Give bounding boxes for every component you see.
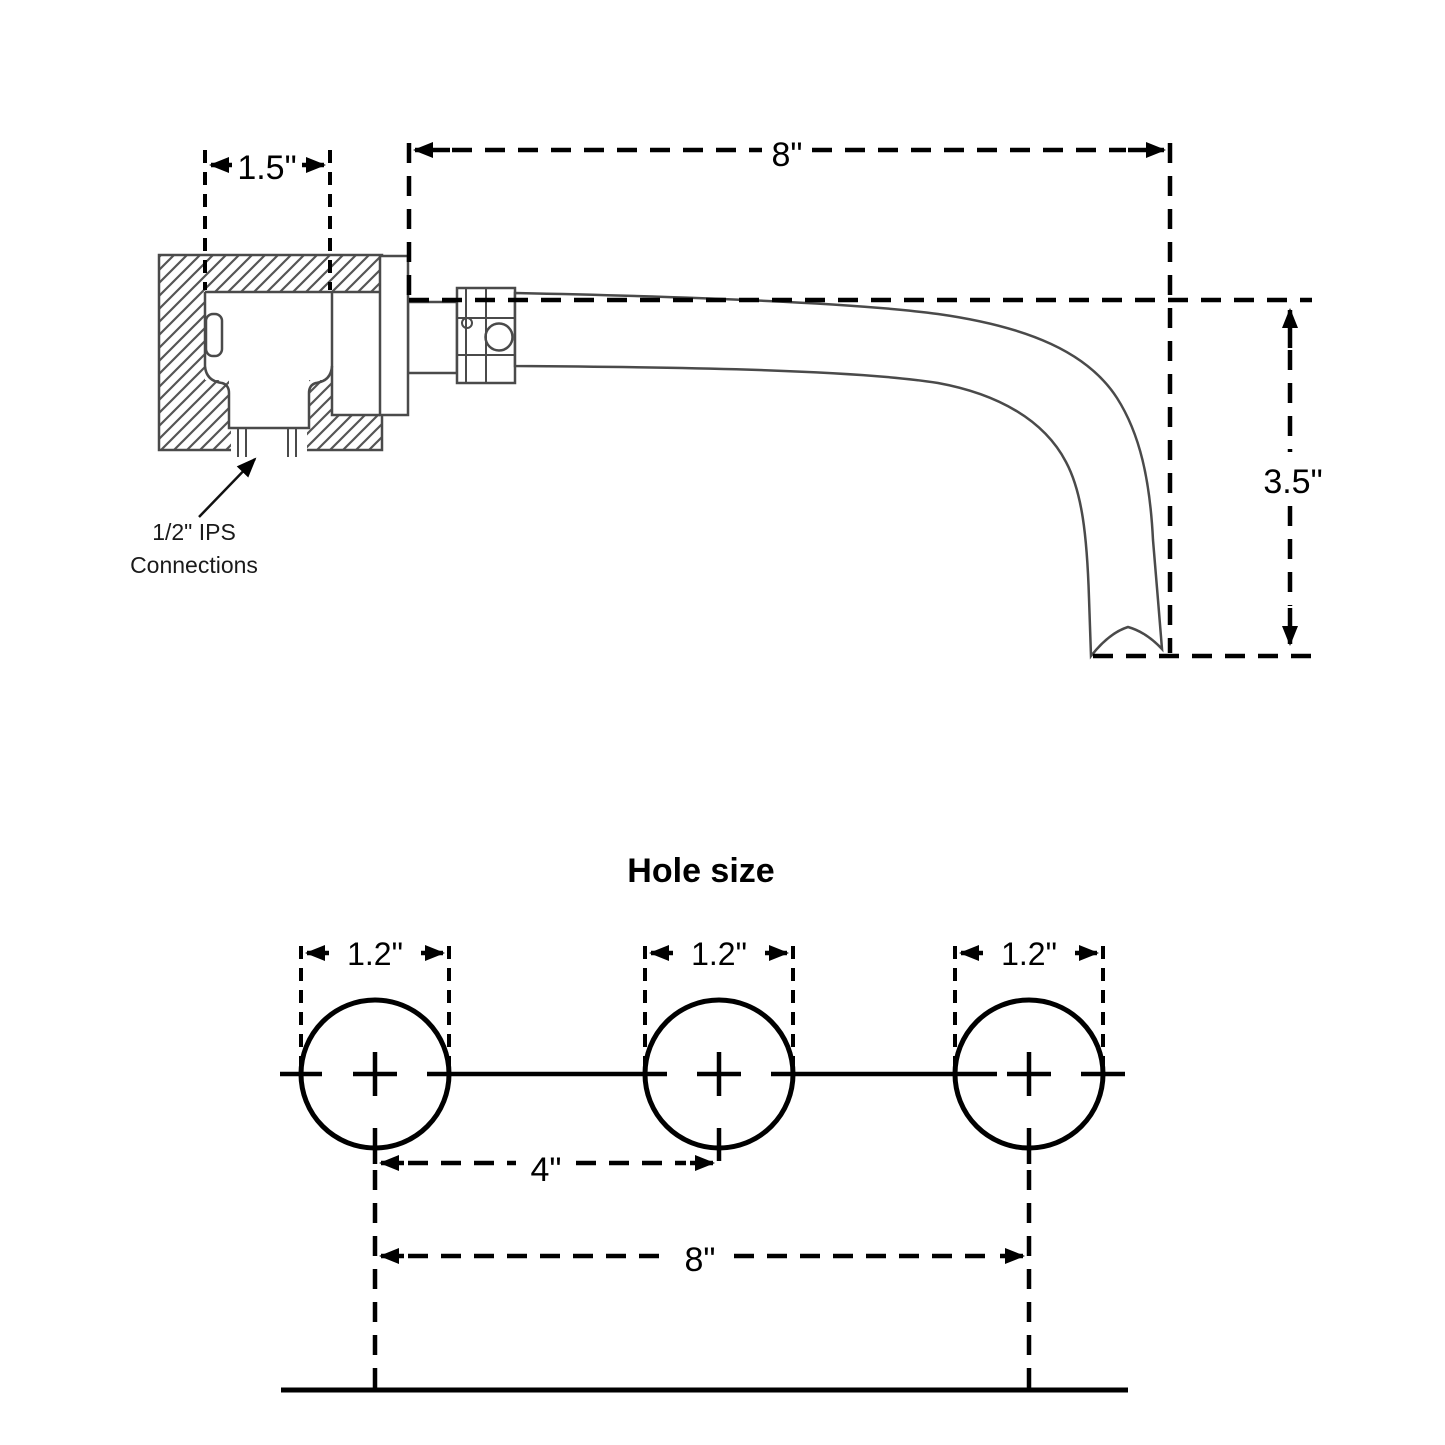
hole-size-title: Hole size — [627, 852, 774, 890]
wall-cavity-outlet — [229, 380, 309, 428]
spout-reach-label: 8" — [772, 136, 803, 174]
valve-outline — [203, 292, 334, 430]
dim-wall-depth: 1.5" — [203, 149, 332, 290]
wall-pipe-notch — [231, 428, 307, 458]
dim-overall-spacing: 8" — [379, 1241, 1025, 1279]
dim-spout-drop: 3.5" — [1263, 308, 1323, 646]
valve-left-port — [204, 312, 224, 358]
cartridge-small-screw — [461, 317, 473, 329]
dim-spout-reach: 8" — [406, 136, 1173, 653]
wall-cross-section — [157, 253, 384, 458]
hole-size-diagram: Hole size 1.2" 1.2" — [280, 852, 1128, 1393]
adjacent-spacing-label: 4" — [531, 1151, 562, 1189]
side-view-diagram: 1.5" 8" 3.5" 1/2" IPS Connections — [130, 136, 1323, 660]
hole-diameter-label: 1.2" — [347, 936, 403, 972]
connection-callout: 1/2" IPS Connections — [130, 457, 258, 578]
hole-2: 1.2" — [642, 936, 796, 1161]
escutcheon-flange — [378, 254, 410, 417]
hole-diameter-label: 1.2" — [691, 936, 747, 972]
hole-3: 1.2" — [952, 936, 1106, 1388]
wall-depth-label: 1.5" — [237, 149, 296, 187]
hole-diameter-label: 1.2" — [1001, 936, 1057, 972]
leader-arrow — [198, 457, 257, 518]
cartridge-valve-circle — [484, 322, 514, 352]
connection-label-line2: Connections — [130, 552, 258, 578]
valve-body — [203, 290, 380, 457]
spout-drop-label: 3.5" — [1263, 463, 1322, 501]
connection-label-line1: 1/2" IPS — [152, 519, 236, 545]
cartridge-block — [455, 286, 517, 385]
spout-hub — [406, 300, 459, 375]
overall-spacing-label: 8" — [685, 1241, 716, 1279]
spout — [513, 291, 1164, 660]
supply-pipes — [237, 428, 297, 457]
wall-cavity-neck — [332, 292, 382, 415]
valve-neck-line — [330, 292, 380, 417]
dim-adjacent-spacing: 4" — [379, 1151, 715, 1189]
